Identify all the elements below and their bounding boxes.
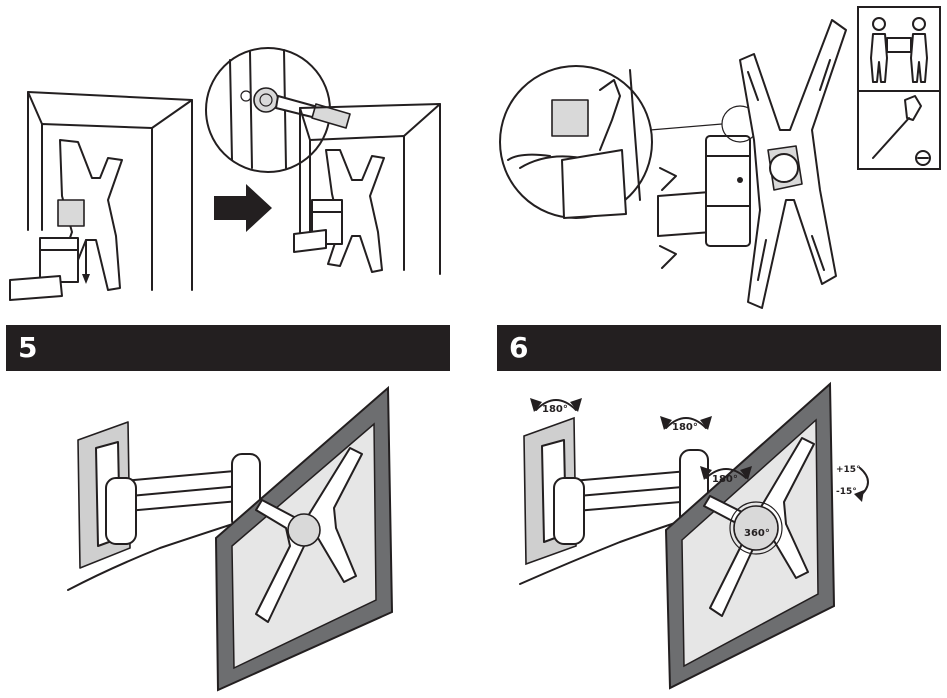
- label-swivel-b: 180°: [672, 422, 698, 433]
- rotate-arrow-icon-a: [530, 398, 582, 412]
- tools-box: [857, 6, 941, 170]
- step-6-number: 6: [509, 331, 529, 364]
- label-swivel-c: 180°: [712, 474, 738, 485]
- rotate-arrow-icon-b: [660, 416, 712, 430]
- step-6-drawing: [519, 381, 869, 690]
- illustration-step-5: [0, 378, 460, 698]
- two-person-drawing: [870, 17, 928, 83]
- arrow-right-icon: [214, 184, 272, 232]
- step-5-drawing: [67, 385, 394, 692]
- top-right-drawing: [499, 19, 847, 309]
- screwdriver-drawing: [872, 95, 931, 166]
- top-left-drawing: [9, 47, 441, 301]
- label-tilt-up: +15°: [836, 465, 861, 475]
- rotate-arrow-icon-c: [700, 466, 752, 480]
- step-5-number: 5: [18, 331, 38, 364]
- label-tilt-down: -15°: [836, 487, 857, 497]
- illustration-top-left: [0, 0, 460, 310]
- two-person-lift-icon: [859, 8, 939, 92]
- step-6-labels: 180° 180° 180° 360° +15° -15°: [542, 404, 861, 539]
- label-rotate: 360°: [744, 528, 770, 539]
- step-5-header: 5: [6, 325, 450, 371]
- illustration-top-right: [490, 0, 850, 320]
- tilt-arrow-icon: [854, 467, 869, 502]
- illustration-step-6: 180° 180° 180° 360° +15° -15°: [490, 378, 947, 698]
- screwdriver-icon: [859, 92, 939, 168]
- step-6-header: 6: [497, 325, 941, 371]
- label-swivel-a: 180°: [542, 404, 568, 415]
